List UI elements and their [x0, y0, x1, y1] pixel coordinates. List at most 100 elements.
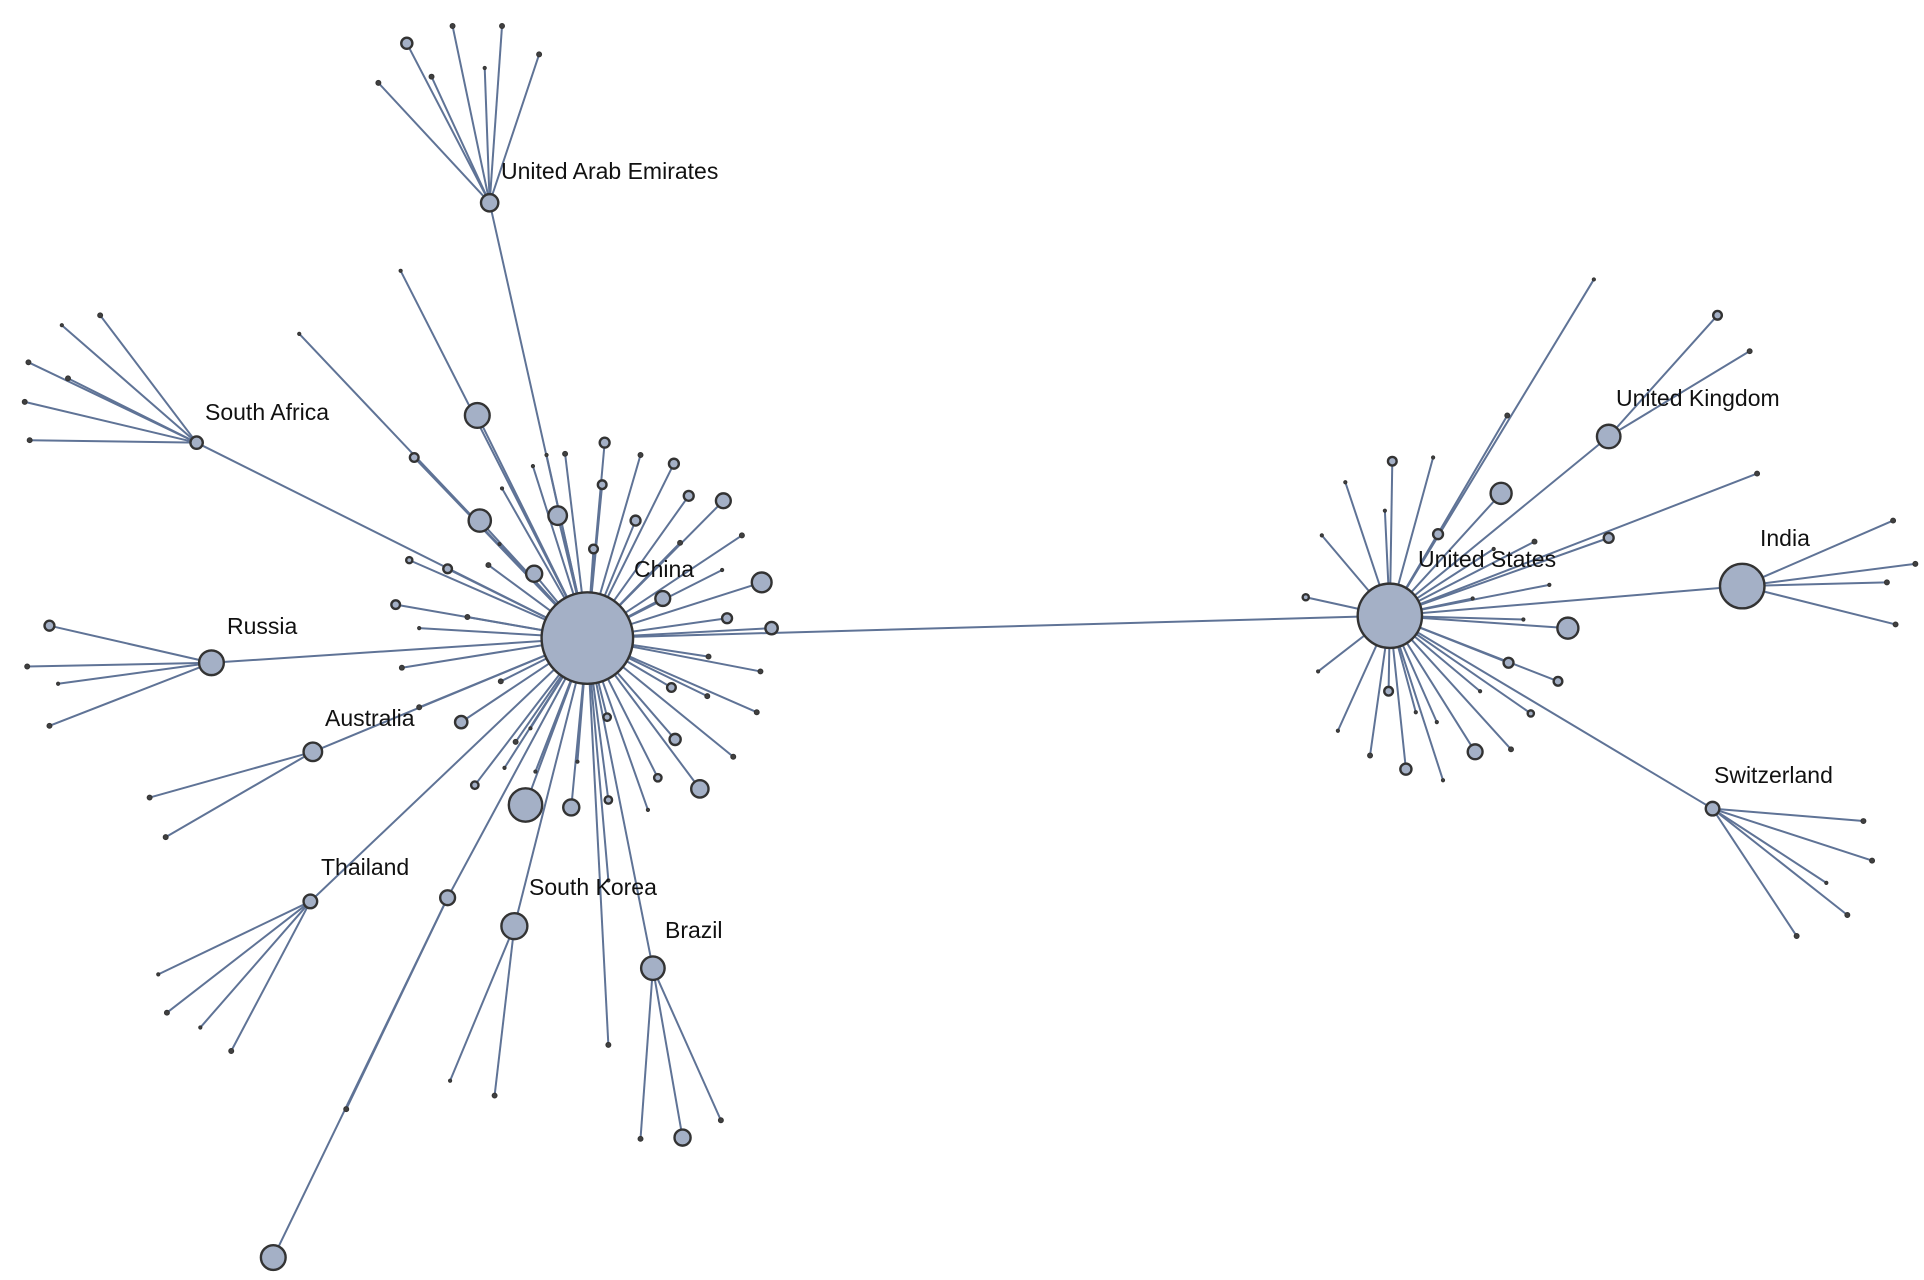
edge-uae-leaf — [483, 67, 491, 203]
leaf-node — [1552, 675, 1564, 687]
edge-swiss-leaf — [1712, 807, 1873, 862]
label-china: China — [634, 556, 694, 582]
leaf-node — [562, 798, 581, 817]
edge-uae-leaf — [451, 25, 491, 203]
leaf-node — [717, 1117, 724, 1124]
leaf-node — [533, 769, 538, 774]
leaf-node — [1824, 880, 1829, 885]
leaf-node — [417, 626, 422, 631]
leaf-node — [575, 759, 580, 764]
edge-australia-leaf — [165, 750, 314, 838]
leaf-node — [1316, 669, 1321, 674]
leaf-node — [1556, 616, 1580, 640]
node-united-states — [1356, 582, 1424, 650]
leaf-node — [667, 457, 681, 470]
leaf-node — [1466, 743, 1484, 761]
edge-russia-leaf — [27, 661, 212, 668]
leaf-node — [24, 663, 31, 670]
leaf-node — [603, 795, 614, 805]
leaf-node — [753, 709, 760, 716]
node-united-kingdom — [1595, 423, 1622, 450]
leaf-node — [163, 1009, 170, 1016]
label-united-states: United States — [1418, 546, 1556, 572]
leaf-node — [1844, 912, 1851, 918]
leaf-node — [1602, 531, 1615, 545]
edge-russia-leaf — [57, 661, 212, 685]
leaf-node — [1869, 857, 1876, 864]
leaf-node — [1746, 348, 1753, 355]
leaf-node — [544, 452, 549, 458]
edge-india-leaf — [1742, 562, 1916, 588]
leaf-node — [587, 543, 600, 555]
edge-thailand-leaf — [157, 900, 311, 976]
node-india — [1718, 562, 1766, 610]
node — [438, 889, 457, 907]
edge-uk-leaf — [1608, 350, 1751, 438]
leaf-node — [482, 65, 487, 71]
leaf-node — [442, 563, 454, 575]
edge-uae-leaf — [488, 54, 541, 204]
leaf-node — [499, 22, 505, 29]
edge-china-russia — [211, 637, 588, 664]
edge-safrica-leaf — [61, 324, 198, 444]
edge-swiss-leaf — [1711, 808, 1798, 937]
leaf-node — [665, 681, 677, 694]
leaf-node — [469, 780, 480, 791]
leaf-node — [491, 1092, 498, 1099]
leaf-node — [598, 436, 611, 449]
leaf-node — [677, 539, 684, 546]
edge-safrica-leaf — [67, 377, 198, 444]
leaf-node — [1890, 517, 1897, 524]
edge-safrica-leaf — [29, 439, 197, 444]
edge-united-states-leaf — [1388, 278, 1595, 617]
leaf-node — [1508, 746, 1514, 753]
node-south-africa — [189, 435, 204, 451]
node-china — [540, 591, 635, 685]
leaf-node — [1531, 538, 1538, 545]
leaf-node — [536, 51, 543, 58]
label-india: India — [1760, 525, 1810, 551]
edge-thailand-leaf — [166, 900, 311, 1014]
node-switzerland — [1704, 800, 1721, 817]
node-australia — [302, 741, 324, 763]
edge-uae-leaf — [488, 25, 504, 203]
leaf-node — [629, 514, 642, 527]
leaf-node — [343, 1106, 350, 1113]
leaf-node — [1491, 546, 1496, 552]
leaf-node — [720, 612, 734, 625]
leaf-node — [562, 450, 569, 457]
edge-brazil-leaf — [639, 968, 654, 1139]
node — [507, 787, 544, 823]
label-south-korea: South Korea — [529, 874, 657, 900]
leaf-node — [65, 375, 71, 382]
leaf-node — [1504, 412, 1511, 419]
label-switzerland: Switzerland — [1714, 762, 1833, 788]
leaf-node — [1301, 592, 1311, 602]
edge-china-skorea — [513, 637, 589, 927]
leaf-node — [447, 1078, 453, 1083]
leaf-node — [1440, 778, 1446, 783]
edge-russia-leaf — [49, 661, 212, 727]
leaf-node — [637, 1135, 644, 1142]
edge-swiss-leaf — [1711, 807, 1848, 916]
edge-skorea-leaf — [493, 926, 516, 1096]
leaf-node — [637, 452, 644, 459]
leaf-node — [704, 693, 711, 700]
leaf-node — [528, 726, 533, 731]
leaf-node — [97, 312, 104, 319]
edge-united-states-india — [1389, 585, 1743, 617]
leaf-node — [485, 562, 492, 569]
leaf-node — [673, 1128, 692, 1147]
label-united-kingdom: United Kingdom — [1616, 385, 1780, 411]
leaf-node — [730, 753, 737, 760]
leaf-node — [1386, 455, 1398, 467]
edge-safrica-leaf — [99, 314, 198, 444]
edge-thailand-leaf — [199, 900, 312, 1029]
leaf-node — [1793, 933, 1800, 940]
leaf-node — [400, 36, 414, 51]
edge-united-states-leaf — [1389, 536, 1610, 617]
leaf-node — [654, 589, 672, 608]
leaf-node — [390, 599, 402, 611]
leaf-node — [449, 22, 456, 29]
